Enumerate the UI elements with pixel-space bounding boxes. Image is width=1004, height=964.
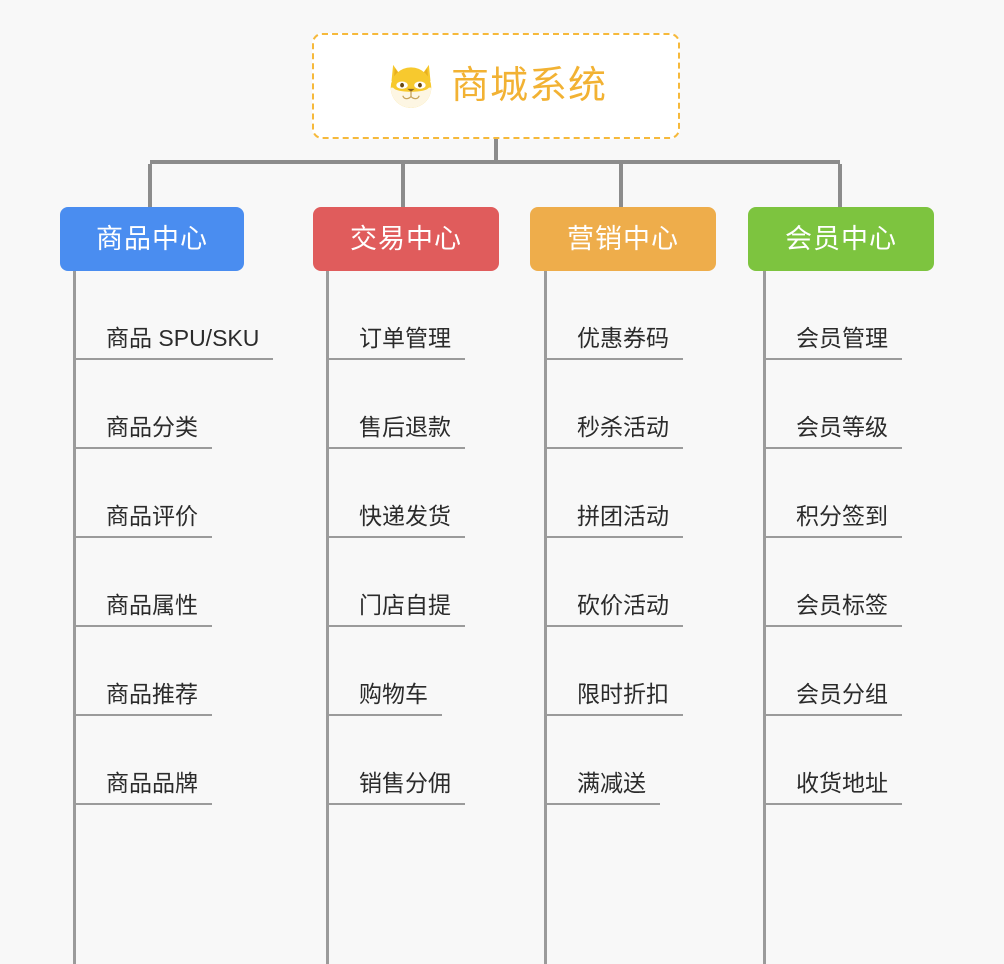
branch-drop-line [148, 164, 152, 207]
leaf-item[interactable]: 快递发货 [290, 449, 520, 538]
leaf-item-label: 砍价活动 [577, 592, 669, 618]
leaf-list-3: 优惠券码秒杀活动拼团活动砍价活动限时折扣满减送 [510, 271, 740, 964]
leaf-underline [73, 625, 212, 627]
leaf-list-1: 商品 SPU/SKU 商品分类商品评价商品属性商品推荐商品品牌 [40, 271, 273, 964]
leaf-spine [326, 271, 329, 964]
leaf-item[interactable]: 商品分类 [40, 360, 270, 449]
leaf-item[interactable]: 商品评价 [40, 449, 270, 538]
leaf-item-label: 满减送 [577, 770, 646, 796]
leaf-underline [763, 714, 902, 716]
leaf-item[interactable]: 会员标签 [730, 538, 960, 627]
leaf-item[interactable]: 满减送 [510, 716, 740, 805]
leaf-item[interactable]: 拼团活动 [510, 449, 740, 538]
leaf-underline [763, 358, 902, 360]
leaf-item-label: 优惠券码 [577, 325, 669, 351]
leaf-item-label: 积分签到 [796, 503, 888, 529]
leaf-item-label: 收货地址 [796, 770, 888, 796]
leaf-underline [763, 803, 902, 805]
leaf-item-label: 售后退款 [359, 414, 451, 440]
leaf-item[interactable]: 售后退款 [290, 360, 520, 449]
leaf-item-label: 会员等级 [796, 414, 888, 440]
leaf-underline [544, 714, 683, 716]
leaf-item-label: 购物车 [359, 681, 428, 707]
branch-drop-line [401, 164, 405, 207]
leaf-item[interactable]: 商品推荐 [40, 627, 270, 716]
leaf-item[interactable]: 会员分组 [730, 627, 960, 716]
leaf-item-label: 拼团活动 [577, 503, 669, 529]
leaf-list-2: 订单管理售后退款快递发货门店自提购物车销售分佣 [290, 271, 520, 964]
leaf-underline [544, 536, 683, 538]
leaf-underline [326, 625, 465, 627]
leaf-underline [326, 447, 465, 449]
leaf-underline [544, 447, 683, 449]
leaf-underline [326, 803, 465, 805]
leaf-item[interactable]: 会员管理 [730, 271, 960, 360]
category-box-2[interactable]: 交易中心 [313, 207, 499, 271]
branch-bus-line [150, 160, 840, 164]
leaf-item[interactable]: 商品属性 [40, 538, 270, 627]
leaf-item-label: 会员管理 [796, 325, 888, 351]
leaf-item-label: 商品推荐 [106, 681, 198, 707]
root-connector-stub [494, 139, 498, 164]
leaf-item-label: 商品属性 [106, 592, 198, 618]
leaf-item-label: 商品 SPU/SKU [106, 325, 260, 351]
leaf-item[interactable]: 会员等级 [730, 360, 960, 449]
leaf-item[interactable]: 销售分佣 [290, 716, 520, 805]
category-label: 商品中心 [96, 223, 208, 254]
leaf-item-label: 商品品牌 [106, 770, 198, 796]
shiba-dog-icon [390, 64, 432, 108]
leaf-item[interactable]: 砍价活动 [510, 538, 740, 627]
category-label: 会员中心 [785, 223, 897, 254]
leaf-item[interactable]: 积分签到 [730, 449, 960, 538]
leaf-item[interactable]: 限时折扣 [510, 627, 740, 716]
leaf-item-label: 商品评价 [106, 503, 198, 529]
leaf-spine [763, 271, 766, 964]
leaf-item-label: 快递发货 [359, 503, 451, 529]
leaf-underline [73, 714, 212, 716]
leaf-underline [73, 447, 212, 449]
leaf-item-label: 会员标签 [796, 592, 888, 618]
leaf-underline [326, 536, 465, 538]
leaf-item[interactable]: 商品品牌 [40, 716, 270, 805]
leaf-item[interactable]: 秒杀活动 [510, 360, 740, 449]
leaf-underline [326, 714, 442, 716]
leaf-list-4: 会员管理会员等级积分签到会员标签会员分组收货地址 [730, 271, 960, 964]
category-box-1[interactable]: 商品中心 [60, 207, 244, 271]
branch-drop-line [619, 164, 623, 207]
leaf-underline [73, 358, 273, 360]
mindmap-diagram: 商城系统 商品中心 商品 SPU/SKU 商品分类商品评价商品属性商品推荐商品品牌… [40, 33, 960, 964]
leaf-item[interactable]: 商品 SPU/SKU [40, 271, 273, 360]
leaf-item[interactable]: 门店自提 [290, 538, 520, 627]
leaf-item-label: 会员分组 [796, 681, 888, 707]
leaf-item[interactable]: 购物车 [290, 627, 520, 716]
leaf-spine [544, 271, 547, 964]
leaf-item-label: 限时折扣 [577, 681, 669, 707]
leaf-item[interactable]: 订单管理 [290, 271, 520, 360]
leaf-underline [763, 625, 902, 627]
leaf-item[interactable]: 收货地址 [730, 716, 960, 805]
leaf-item[interactable]: 优惠券码 [510, 271, 740, 360]
leaf-underline [73, 803, 212, 805]
leaf-underline [73, 536, 212, 538]
leaf-underline [326, 358, 465, 360]
leaf-underline [544, 803, 660, 805]
leaf-item-label: 商品分类 [106, 414, 198, 440]
category-box-3[interactable]: 营销中心 [530, 207, 716, 271]
leaf-spine [73, 271, 76, 964]
leaf-underline [763, 447, 902, 449]
leaf-underline [544, 358, 683, 360]
category-box-4[interactable]: 会员中心 [748, 207, 934, 271]
leaf-item-label: 订单管理 [359, 325, 451, 351]
category-label: 营销中心 [567, 223, 679, 254]
leaf-underline [544, 625, 683, 627]
leaf-item-label: 销售分佣 [359, 770, 451, 796]
leaf-item-label: 秒杀活动 [577, 414, 669, 440]
leaf-underline [763, 536, 902, 538]
branch-drop-line [838, 164, 842, 207]
root-node[interactable]: 商城系统 [312, 33, 680, 139]
category-label: 交易中心 [350, 223, 462, 254]
root-title: 商城系统 [450, 65, 607, 107]
leaf-item-label: 门店自提 [359, 592, 451, 618]
